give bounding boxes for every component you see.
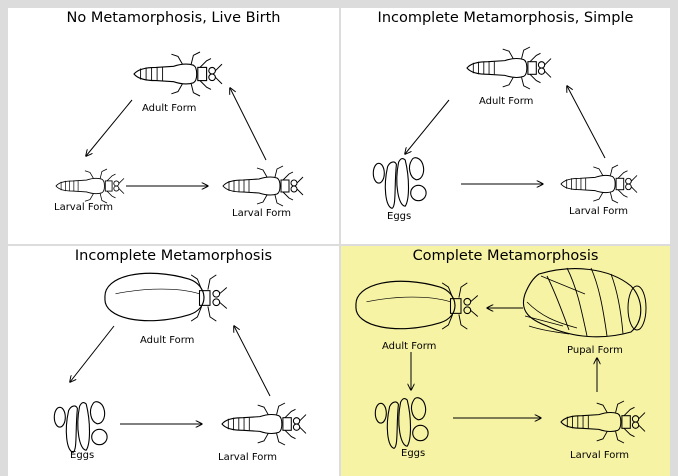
small-larva-drawing	[56, 169, 124, 203]
header-title-fragment	[0, 0, 678, 8]
label-adult-form: Adult Form	[382, 341, 436, 352]
adult-insect-drawing	[134, 52, 222, 96]
label-eggs: Eggs	[387, 211, 411, 222]
eggs-drawing	[54, 402, 107, 453]
larva-drawing	[561, 401, 645, 443]
eggs-drawing	[375, 398, 428, 449]
label-larval-form-left: Larval Form	[54, 202, 113, 213]
label-adult-form: Adult Form	[479, 96, 533, 107]
arrow-larval-to-adult	[234, 326, 270, 396]
label-eggs: Eggs	[70, 450, 94, 461]
arrow-adult-to-eggs	[70, 326, 114, 382]
label-adult-form: Adult Form	[140, 335, 194, 346]
panel-incomplete: Incomplete Metamorphosis Adult Form Eggs…	[8, 246, 339, 476]
adult-insect-drawing	[467, 47, 551, 89]
arrow-larval-to-adult	[567, 86, 605, 158]
arrow-adult-to-larval	[86, 100, 132, 156]
larva-drawing	[223, 166, 303, 206]
larva-drawing	[222, 403, 306, 445]
eggs-drawing	[373, 158, 426, 209]
label-larval-form-right: Larval Form	[232, 208, 291, 219]
label-eggs: Eggs	[401, 448, 425, 459]
label-pupal-form: Pupal Form	[567, 345, 623, 356]
panel-complete-metamorphosis: Complete Metamorphosis Adult Form Pupal …	[341, 246, 670, 476]
label-larval-form: Larval Form	[218, 452, 277, 463]
arrow-adult-to-eggs	[405, 100, 449, 154]
lifecycle-diagram	[8, 246, 339, 476]
arrow-larval-to-adult	[230, 88, 266, 160]
winged-adult-drawing	[105, 273, 227, 321]
larva-drawing	[561, 165, 637, 203]
winged-adult-drawing	[356, 281, 478, 329]
pupa-drawing	[523, 268, 646, 337]
panel-no-metamorphosis: No Metamorphosis, Live Birth Adult Form …	[8, 8, 339, 244]
label-larval-form: Larval Form	[570, 450, 629, 461]
header-title-fragment-glyphs	[6, 0, 13, 8]
panel-incomplete-simple: Incomplete Metamorphosis, Simple Adult F…	[341, 8, 670, 244]
label-larval-form: Larval Form	[569, 206, 628, 217]
label-adult-form: Adult Form	[142, 103, 196, 114]
lifecycle-diagram	[341, 246, 670, 476]
